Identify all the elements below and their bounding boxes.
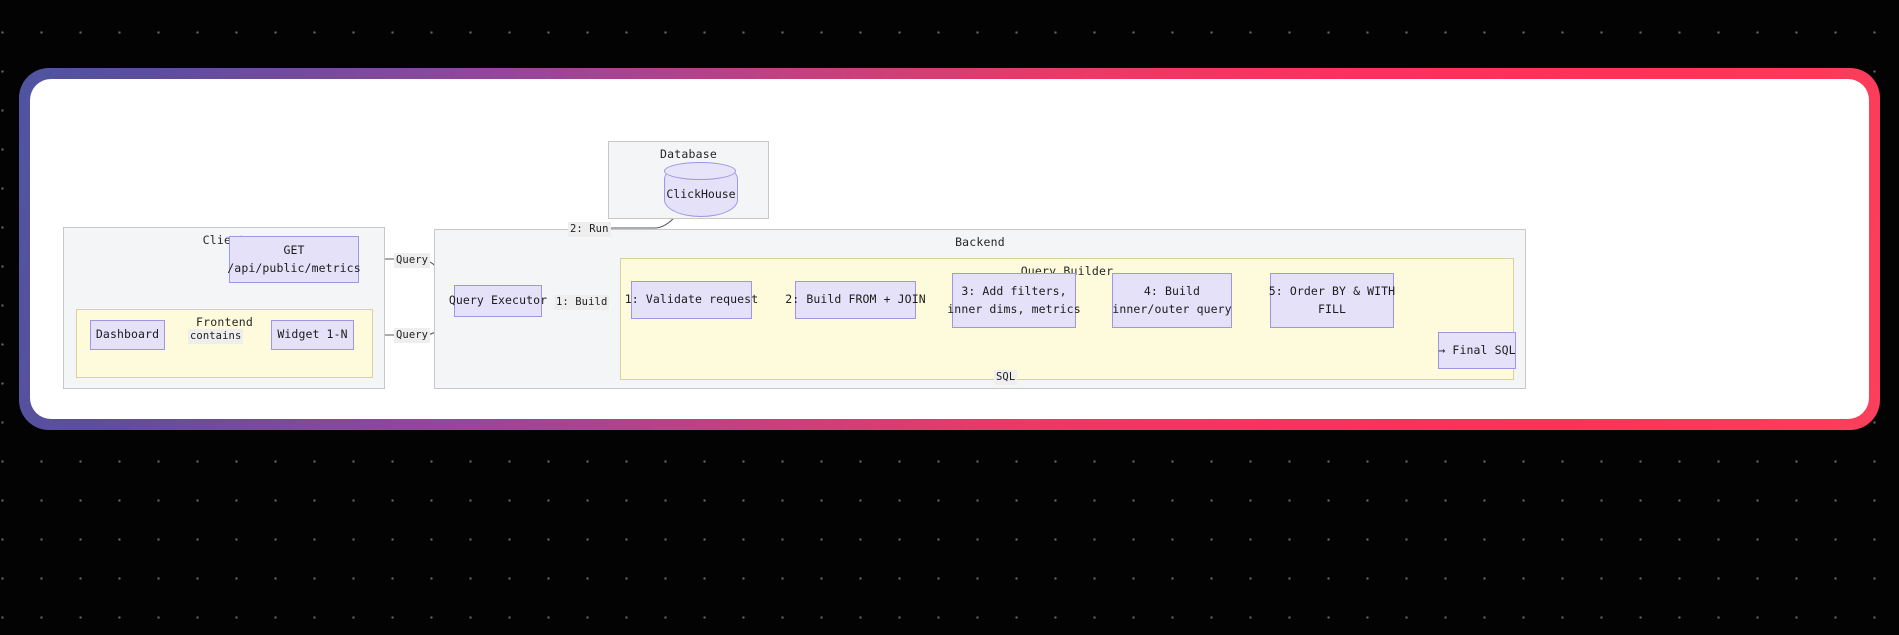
node-dashboard-label: Dashboard (95, 327, 160, 342)
node-step-5-line2: FILL (1317, 301, 1347, 316)
node-clickhouse-label: ClickHouse (666, 187, 736, 201)
node-step-4-line1: 4: Build (1143, 283, 1201, 298)
gradient-frame: Client Frontend Database Backend Query B… (19, 68, 1880, 430)
group-frontend-title: Frontend (196, 315, 253, 329)
node-step-3-line2: inner dims, metrics (947, 301, 1081, 316)
node-dashboard[interactable]: Dashboard (90, 320, 165, 350)
node-step-1-label: 1: Validate request (624, 292, 759, 307)
node-step-1-validate-request[interactable]: 1: Validate request (625, 281, 758, 319)
node-widget[interactable]: Widget 1-N (271, 320, 354, 350)
node-step-3-add-filters[interactable]: 3: Add filters, inner dims, metrics (947, 273, 1081, 328)
node-step-2-label: 2: Build FROM + JOIN (785, 292, 926, 307)
node-final-sql[interactable]: → Final SQL (1438, 332, 1516, 369)
node-step-2-build-from-join[interactable]: 2: Build FROM + JOIN (785, 281, 926, 319)
node-step-5-line1: 5: Order BY & WITH (1268, 283, 1396, 298)
edge-label-run: 2: Run (568, 222, 611, 237)
node-query-executor-label: Query Executor (448, 293, 548, 308)
node-query-executor[interactable]: Query Executor (449, 285, 547, 317)
group-backend-title: Backend (955, 235, 1005, 249)
node-final-sql-label: → Final SQL (1438, 342, 1516, 357)
node-step-3-line1: 3: Add filters, (961, 283, 1067, 298)
node-widget-label: Widget 1-N (277, 327, 348, 342)
node-get-endpoint-line1: GET (283, 242, 305, 257)
edge-label-contains: contains (188, 329, 244, 344)
edge-label-sql: SQL (994, 370, 1018, 385)
edge-label-build: 1: Build (554, 295, 610, 310)
edge-label-query-top: Query (394, 253, 431, 268)
node-get-endpoint[interactable]: GET /api/public/metrics (227, 236, 361, 283)
group-database-title: Database (660, 147, 717, 161)
node-step-5-order-by-with-fill[interactable]: 5: Order BY & WITH FILL (1268, 273, 1396, 328)
diagram-canvas: Client Frontend Database Backend Query B… (30, 79, 1869, 419)
node-get-endpoint-line2: /api/public/metrics (227, 260, 361, 275)
node-step-4-build-inner-outer-query[interactable]: 4: Build inner/outer query (1112, 273, 1232, 328)
node-step-4-line2: inner/outer query (1112, 301, 1232, 316)
node-clickhouse[interactable]: ClickHouse (664, 162, 738, 217)
edge-label-query-bottom: Query (394, 328, 431, 343)
diagram-card: Client Frontend Database Backend Query B… (30, 79, 1869, 419)
